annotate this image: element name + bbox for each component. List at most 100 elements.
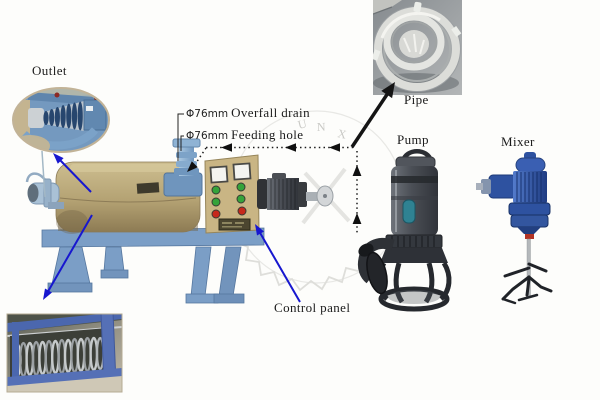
red-button bbox=[237, 206, 247, 216]
frame-right-leg-b bbox=[218, 246, 242, 297]
inset2-edge bbox=[6, 313, 123, 393]
frame-left-foot bbox=[47, 282, 93, 293]
nameplate-mark bbox=[222, 226, 242, 228]
pump-flange bbox=[366, 251, 388, 295]
inset2-floor bbox=[7, 376, 122, 392]
arrow-to-outlet-inset bbox=[58, 158, 92, 193]
frame-right-foot-b bbox=[213, 293, 245, 304]
control-panel-box bbox=[204, 154, 260, 234]
feeding-leader-line bbox=[180, 135, 184, 151]
green-button bbox=[236, 182, 246, 192]
outlet-opening bbox=[27, 184, 39, 202]
feeding-pipe-flange bbox=[172, 138, 201, 148]
coil-tie bbox=[451, 26, 462, 37]
pump-cage-shadow bbox=[388, 290, 440, 304]
inset2-blue-top-bar bbox=[7, 314, 122, 332]
frame-mid-foot bbox=[100, 269, 129, 279]
mixer-coupler bbox=[525, 234, 534, 239]
panel-gauge-right bbox=[232, 162, 252, 181]
pipe-photo-corner-edge bbox=[373, 6, 393, 15]
oval-edge bbox=[12, 87, 110, 153]
flow-arrow-up bbox=[352, 165, 362, 176]
flow-arrow-left bbox=[329, 143, 340, 152]
watermark-letter-n: N bbox=[317, 120, 326, 134]
mixer-photo bbox=[476, 152, 553, 305]
motor-front-disc bbox=[257, 179, 268, 209]
pump-elbow bbox=[357, 237, 395, 284]
flow-arrow-to-feeding bbox=[187, 161, 198, 172]
drum-highlight bbox=[70, 164, 180, 172]
flow-arrow-left bbox=[285, 143, 296, 152]
pump-photo bbox=[357, 149, 452, 312]
pipe-arrow-shaft bbox=[350, 92, 390, 148]
coil-mid-ring bbox=[383, 13, 445, 71]
overfall-leader-line bbox=[177, 113, 184, 161]
pump-band bbox=[391, 196, 438, 200]
motor-lug bbox=[272, 173, 286, 179]
green-button bbox=[236, 194, 246, 204]
auger-inset-content bbox=[7, 314, 122, 392]
inset-left-block bbox=[14, 100, 30, 136]
nameplate-mark bbox=[222, 222, 232, 224]
arrow-to-auger-inset bbox=[45, 214, 93, 296]
mixer-cone bbox=[517, 227, 541, 234]
frame-right-leg-a bbox=[190, 246, 212, 297]
shaft-center bbox=[323, 194, 327, 198]
coil-crinkles bbox=[403, 33, 425, 55]
feeding-pipe-ring bbox=[176, 152, 197, 158]
motor-rear bbox=[298, 182, 307, 207]
feeding-housing bbox=[163, 172, 203, 197]
pipe-photo bbox=[373, 0, 462, 95]
pipe-photo-content bbox=[373, 0, 462, 95]
callout-arrows bbox=[43, 153, 301, 303]
coil-tie bbox=[373, 49, 381, 61]
mixer-blades bbox=[501, 262, 553, 305]
pipe-label: Pipe bbox=[404, 92, 429, 107]
flow-bend bbox=[195, 147, 207, 164]
arrowhead-control-panel bbox=[255, 224, 264, 236]
drive-motor bbox=[257, 173, 334, 210]
auger-inset-photo bbox=[6, 313, 123, 393]
flow-arrow-up bbox=[352, 213, 362, 224]
frame-mid-leg bbox=[103, 246, 125, 272]
mixer-ring2 bbox=[510, 214, 549, 228]
pipe-arrowhead bbox=[381, 82, 395, 99]
panel-gauge-left bbox=[209, 165, 229, 184]
flow-arrow-left bbox=[221, 143, 232, 152]
support-frame bbox=[41, 227, 265, 304]
mixer-cap bbox=[515, 157, 546, 173]
watermark-letter-u: U bbox=[296, 116, 308, 132]
pipe-photo-corner bbox=[373, 0, 402, 14]
pump-flare bbox=[380, 248, 448, 263]
mixer-label: Mixer bbox=[501, 134, 535, 149]
drum-shading bbox=[56, 210, 88, 234]
inset-red-dot bbox=[54, 92, 60, 98]
drum-nameplate bbox=[136, 182, 160, 194]
coil-tie bbox=[413, 1, 422, 13]
arrow-to-pipe-photo bbox=[350, 82, 395, 148]
overfall-name: Overfall drain bbox=[231, 105, 310, 120]
panel-buttons bbox=[211, 182, 247, 219]
arrowhead-auger-inset bbox=[43, 288, 52, 300]
nameplate-mark bbox=[235, 222, 244, 224]
inset2-blue-bottom-bar bbox=[7, 368, 122, 388]
background-watermark: U N X bbox=[230, 110, 404, 292]
mixer-gearbox-cap bbox=[481, 179, 491, 194]
green-button bbox=[211, 197, 221, 207]
outlet-label: Outlet bbox=[32, 63, 67, 78]
motor-shaft bbox=[306, 192, 320, 201]
inset2-left-post bbox=[12, 322, 19, 384]
mixer-ring1 bbox=[508, 202, 551, 216]
arrow-to-control-panel bbox=[258, 230, 301, 303]
flow-arrowheads bbox=[187, 143, 362, 224]
inset-bottom-tan bbox=[13, 135, 50, 152]
watermark-letter-x: X bbox=[336, 126, 348, 142]
mixer-gearbox bbox=[488, 174, 517, 199]
coil-highlight bbox=[380, 11, 441, 39]
inset-shaft bbox=[28, 108, 44, 128]
oval-leader-line bbox=[41, 150, 46, 198]
